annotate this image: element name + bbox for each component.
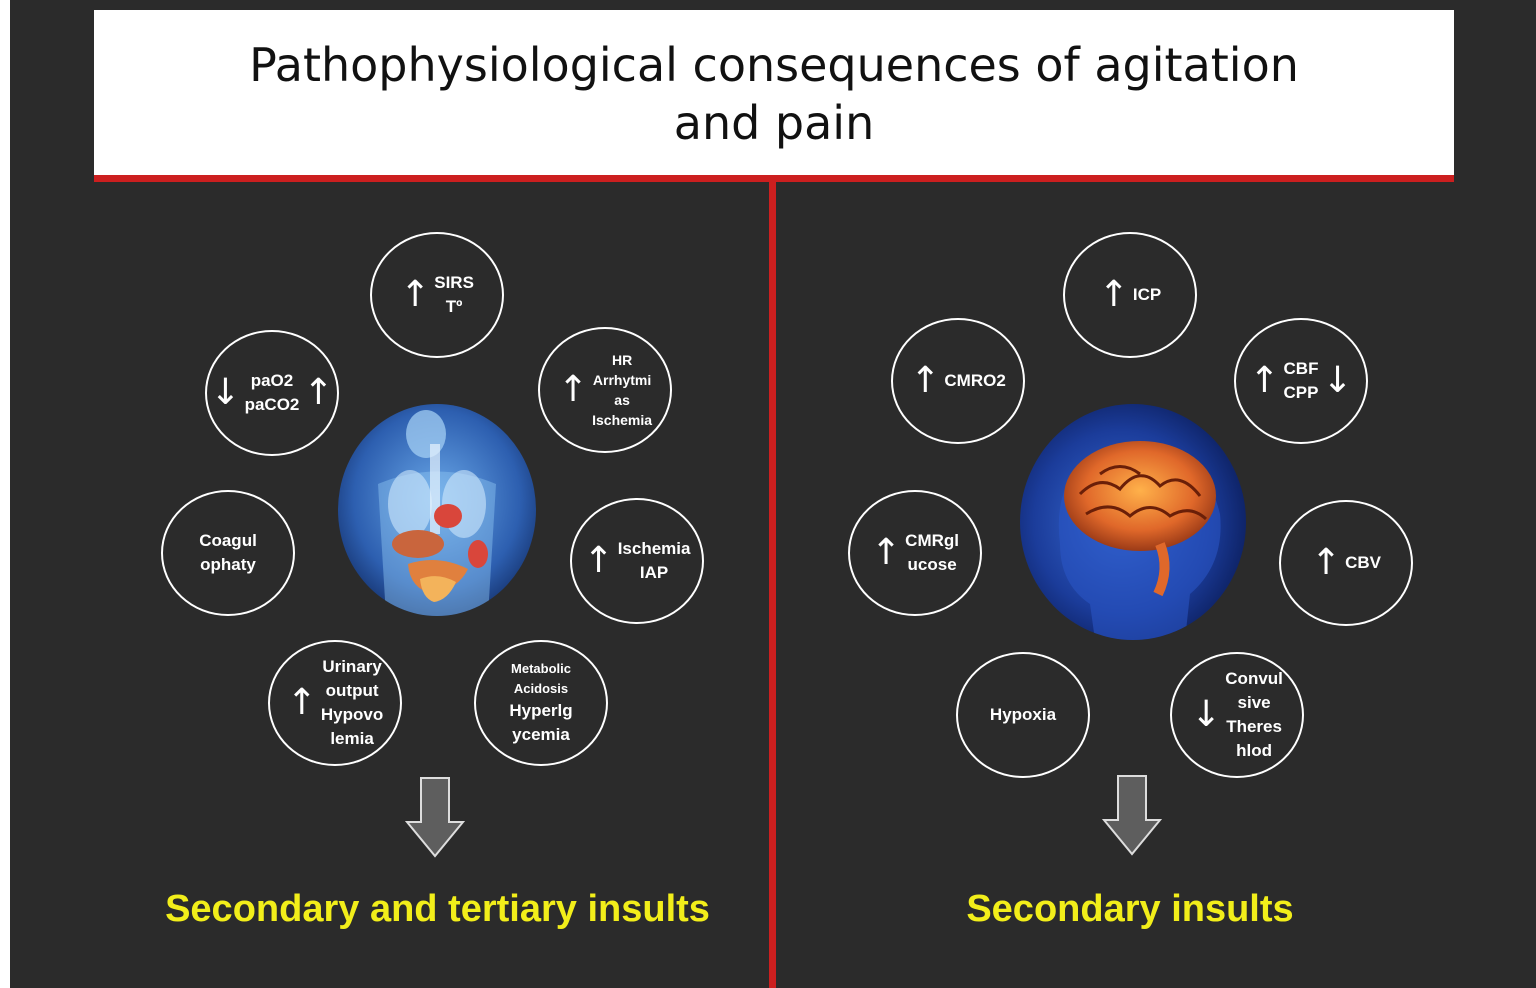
circle-hr: ↑ HR Arrhytmi as Ischemia [538, 327, 672, 453]
circle-convulsive: ↓ Convul sive Theres hlod [1170, 652, 1304, 778]
circle-metabolic: Metabolic Acidosis Hyperlg ycemia [474, 640, 608, 766]
arrow-icon: ↑ [910, 363, 940, 399]
arrow-icon: ↑ [1311, 545, 1341, 581]
down-arrow-icon [405, 776, 465, 858]
circle-hypoxia: Hypoxia [956, 652, 1090, 778]
insult-label-left: Secondary and tertiary insults [100, 888, 775, 931]
circle-pao2: ↓ paO2 paCO2 ↑ [205, 330, 339, 456]
arrow-icon: ↓ [1191, 697, 1221, 733]
arrow-icon: ↑ [584, 543, 614, 579]
arrow-icon: ↑ [287, 685, 317, 721]
arrow-icon: ↑ [1249, 363, 1279, 399]
down-arrow-icon [1102, 774, 1162, 856]
insult-label-right: Secondary insults [790, 888, 1470, 931]
red-divider-vertical [769, 182, 776, 988]
arrow-icon: ↑ [558, 372, 588, 408]
circle-coagulopathy: Coagul ophaty [161, 490, 295, 616]
arrow-icon: ↑ [871, 535, 901, 571]
circle-sirs: ↑ SIRS Tº [370, 232, 504, 358]
circle-cmro2: ↑ CMRO2 [891, 318, 1025, 444]
circle-icp: ↑ ICP [1063, 232, 1197, 358]
arrow-icon: ↓ [210, 375, 240, 411]
arrow-icon: ↑ [303, 375, 333, 411]
arrow-icon: ↓ [1322, 363, 1352, 399]
circle-iap: ↑ Ischemia IAP [570, 498, 704, 624]
red-divider-horizontal [94, 175, 1454, 182]
slide-title: Pathophysiological consequences of agita… [199, 36, 1349, 152]
human-head-brain-illustration [1020, 404, 1246, 640]
circle-cbv: ↑ CBV [1279, 500, 1413, 626]
title-box: Pathophysiological consequences of agita… [94, 10, 1454, 178]
arrow-icon: ↑ [1099, 277, 1129, 313]
circle-cmrglucose: ↑ CMRgl ucose [848, 490, 982, 616]
arrow-icon: ↑ [400, 277, 430, 313]
circle-cbf: ↑ CBF CPP ↓ [1234, 318, 1368, 444]
circle-urinary: ↑ Urinary output Hypovo lemia [268, 640, 402, 766]
human-body-illustration [338, 404, 536, 616]
